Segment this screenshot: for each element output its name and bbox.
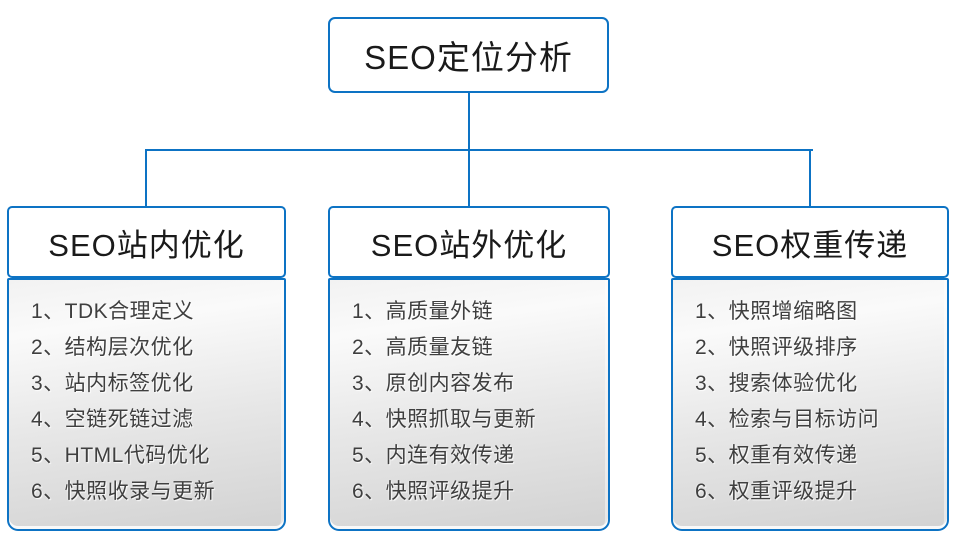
- root-node-label: SEO定位分析: [364, 39, 573, 76]
- list-item: 4、空链死链过滤: [31, 408, 194, 431]
- list-item: 4、快照抓取与更新: [352, 408, 537, 431]
- connector-drop-right: [809, 149, 811, 207]
- branch-onsite-panel: 1、TDK合理定义 2、结构层次优化 3、站内标签优化 4、空链死链过滤 5、H…: [7, 278, 286, 531]
- list-item: 1、快照增缩略图: [695, 300, 858, 323]
- connector-horizontal-bar: [145, 149, 813, 151]
- branch-offsite-list: 1、高质量外链 2、高质量友链 3、原创内容发布 4、快照抓取与更新 5、内连有…: [330, 280, 608, 510]
- list-item: 4、检索与目标访问: [695, 408, 880, 431]
- branch-offsite-panel: 1、高质量外链 2、高质量友链 3、原创内容发布 4、快照抓取与更新 5、内连有…: [328, 278, 610, 531]
- list-item: 2、快照评级排序: [695, 336, 858, 359]
- branch-onsite-list: 1、TDK合理定义 2、结构层次优化 3、站内标签优化 4、空链死链过滤 5、H…: [9, 280, 284, 510]
- branch-offsite: SEO站外优化 1、高质量外链 2、高质量友链 3、原创内容发布 4、快照抓取与…: [328, 206, 610, 531]
- branch-offsite-header: SEO站外优化: [328, 206, 610, 278]
- list-item: 1、高质量外链: [352, 300, 494, 323]
- branch-onsite-header-label: SEO站内优化: [48, 227, 245, 263]
- list-item: 2、高质量友链: [352, 336, 494, 359]
- connector-drop-left: [145, 149, 147, 207]
- list-item: 6、权重评级提升: [695, 480, 858, 503]
- connector-drop-middle: [468, 149, 470, 207]
- branch-weight-header-label: SEO权重传递: [711, 227, 909, 263]
- list-item: 5、权重有效传递: [695, 444, 858, 467]
- list-item: 3、站内标签优化: [31, 372, 194, 395]
- branch-onsite-header: SEO站内优化: [7, 206, 286, 278]
- root-node: SEO定位分析: [328, 17, 609, 93]
- branch-weight-list: 1、快照增缩略图 2、快照评级排序 3、搜索体验优化 4、检索与目标访问 5、权…: [673, 280, 947, 510]
- branch-weight-panel: 1、快照增缩略图 2、快照评级排序 3、搜索体验优化 4、检索与目标访问 5、权…: [671, 278, 949, 531]
- branch-onsite: SEO站内优化 1、TDK合理定义 2、结构层次优化 3、站内标签优化 4、空链…: [7, 206, 286, 531]
- list-item: 3、搜索体验优化: [695, 372, 858, 395]
- list-item: 6、快照收录与更新: [31, 480, 216, 503]
- branch-offsite-header-label: SEO站外优化: [370, 227, 568, 263]
- branch-weight-header: SEO权重传递: [671, 206, 949, 278]
- list-item: 5、HTML代码优化: [31, 444, 210, 467]
- branch-weight: SEO权重传递 1、快照增缩略图 2、快照评级排序 3、搜索体验优化 4、检索与…: [671, 206, 949, 531]
- list-item: 2、结构层次优化: [31, 336, 194, 359]
- list-item: 3、原创内容发布: [352, 372, 515, 395]
- list-item: 6、快照评级提升: [352, 480, 515, 503]
- list-item: 1、TDK合理定义: [31, 300, 195, 323]
- connector-root-stem: [468, 93, 470, 150]
- list-item: 5、内连有效传递: [352, 444, 515, 467]
